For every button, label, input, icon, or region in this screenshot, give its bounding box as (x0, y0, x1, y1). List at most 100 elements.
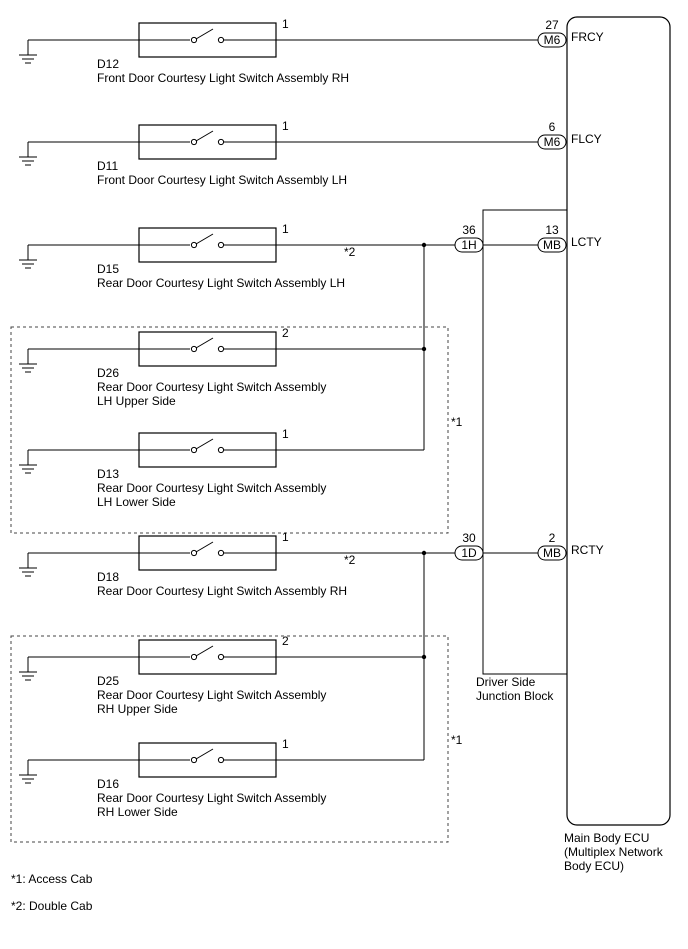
switch-name: Rear Door Courtesy Light Switch Assembly (97, 688, 326, 702)
connector-pill (537, 237, 567, 253)
connector-pill (537, 32, 567, 48)
splice-dot (421, 242, 427, 248)
connector-code: MB (543, 238, 561, 252)
switch-pin: 2 (282, 634, 289, 648)
switch-name: Rear Door Courtesy Light Switch Assembly (97, 380, 326, 394)
switch-contact-icon (139, 438, 276, 454)
switch-pin: 1 (282, 530, 289, 544)
switch-pin: 1 (282, 17, 289, 31)
terminal-pin: 30 (462, 531, 476, 545)
group-note-lh: *1 (451, 415, 463, 429)
switch-name: LH Lower Side (97, 495, 176, 509)
switch-contact-icon (139, 28, 276, 44)
switch-code: D11 (97, 159, 118, 173)
junction-block-label-1: Driver Side (476, 675, 536, 689)
switch-code: D16 (97, 777, 119, 791)
connector-code: M6 (544, 33, 561, 47)
wire-note-d18: *2 (344, 553, 356, 567)
switch-pin: 1 (282, 737, 289, 751)
switch-code: D15 (97, 262, 119, 276)
terminal-signal: RCTY (571, 543, 604, 557)
switch-pin: 1 (282, 427, 289, 441)
group-note-rh: *1 (451, 733, 463, 747)
switch-name: Rear Door Courtesy Light Switch Assembly… (97, 584, 347, 598)
ecu-label-2: (Multiplex Network (564, 845, 664, 859)
ecu-label-1: Main Body ECU (564, 831, 649, 845)
terminal-signal: LCTY (571, 235, 602, 249)
switch-code: D12 (97, 57, 119, 71)
terminal-pin: 6 (549, 120, 556, 134)
switch-name: LH Upper Side (97, 394, 176, 408)
connector-code: M6 (544, 135, 561, 149)
connector-pill (454, 545, 484, 561)
terminal-signal: FLCY (571, 132, 602, 146)
junction-block-label-2: Junction Block (476, 689, 554, 703)
switch-code: D26 (97, 366, 119, 380)
junction-block-box (482, 209, 568, 675)
terminal-signal: FRCY (571, 30, 604, 44)
ground-icon (19, 774, 37, 784)
splice-dot (421, 654, 427, 660)
switch-pin: 2 (282, 326, 289, 340)
ground-icon (19, 156, 37, 166)
switch-contact-icon (139, 233, 276, 249)
ground-icon (19, 259, 37, 269)
connector-code: 1H (461, 238, 476, 252)
terminal-pin: 13 (545, 223, 559, 237)
connector-pill (537, 134, 567, 150)
access-cab-group-rh (10, 635, 449, 843)
footnote-double-cab: *2: Double Cab (11, 899, 93, 913)
connector-code: MB (543, 546, 561, 560)
switch-code: D18 (97, 570, 119, 584)
switch-contact-icon (139, 645, 276, 661)
splice-dot (421, 346, 427, 352)
switch-name: Rear Door Courtesy Light Switch Assembly (97, 481, 326, 495)
switch-code: D25 (97, 674, 119, 688)
ground-icon (19, 567, 37, 577)
switch-name: Front Door Courtesy Light Switch Assembl… (97, 173, 347, 187)
ground-icon (19, 464, 37, 474)
switch-contact-icon (139, 130, 276, 146)
connector-pill (454, 237, 484, 253)
ecu-label-3: Body ECU) (564, 859, 624, 873)
wire-note-d15: *2 (344, 245, 356, 259)
switch-contact-icon (139, 748, 276, 764)
footnote-access-cab: *1: Access Cab (11, 872, 93, 886)
switch-name: Rear Door Courtesy Light Switch Assembly (97, 791, 326, 805)
switch-name: Front Door Courtesy Light Switch Assembl… (97, 71, 349, 85)
switch-code: D13 (97, 467, 119, 481)
switch-contact-icon (139, 541, 276, 557)
ground-icon (19, 54, 37, 64)
switch-name: RH Lower Side (97, 805, 178, 819)
switch-name: RH Upper Side (97, 702, 178, 716)
access-cab-group-lh (10, 326, 449, 534)
connector-code: 1D (461, 546, 477, 560)
terminal-pin: 2 (549, 531, 556, 545)
switch-pin: 1 (282, 222, 289, 236)
terminal-pin: 36 (462, 223, 476, 237)
connector-pill (537, 545, 567, 561)
switch-contact-icon (139, 337, 276, 353)
switch-name: Rear Door Courtesy Light Switch Assembly… (97, 276, 345, 290)
switch-pin: 1 (282, 119, 289, 133)
ground-icon (19, 671, 37, 681)
terminal-pin: 27 (545, 18, 559, 32)
splice-dot (421, 550, 427, 556)
